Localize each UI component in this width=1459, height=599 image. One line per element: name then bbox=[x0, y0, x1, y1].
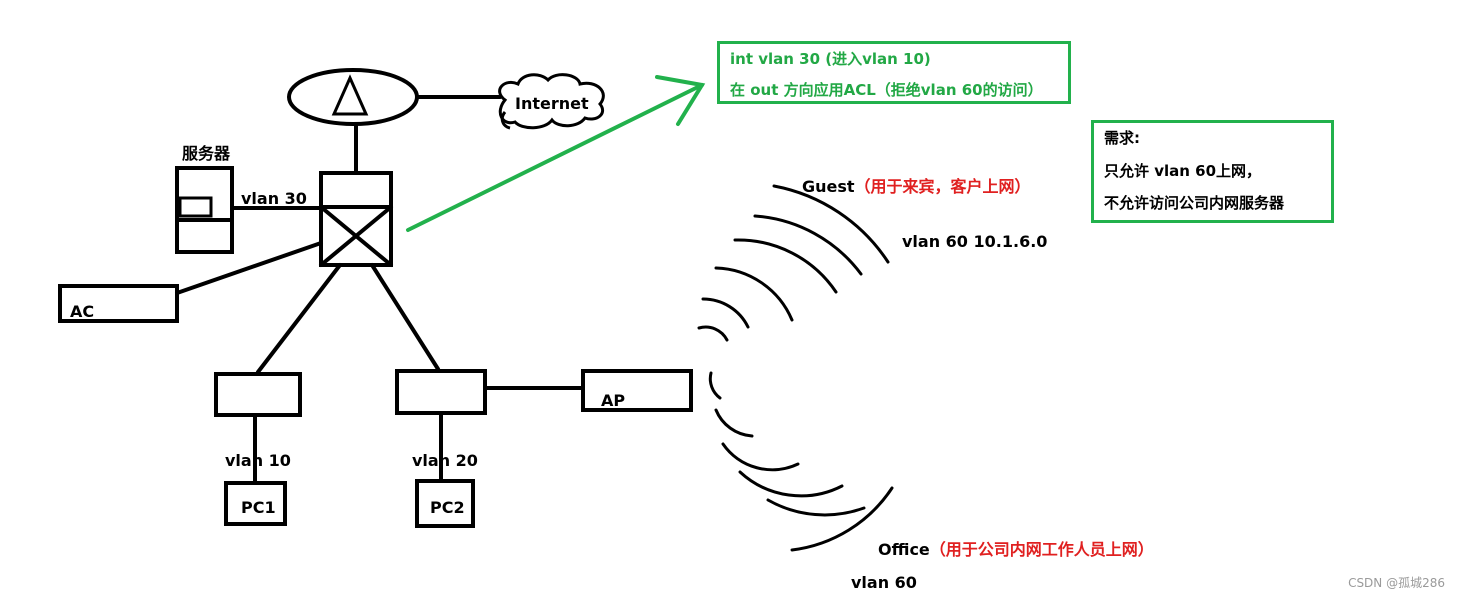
router-triangle-icon bbox=[331, 74, 369, 116]
requirement-line2: 不允许访问公司内网服务器 bbox=[1104, 194, 1285, 212]
guest-signal-icon bbox=[697, 184, 890, 342]
server-label: 服务器 bbox=[182, 144, 231, 163]
ap-label: AP bbox=[601, 391, 626, 410]
annotation-arrow bbox=[406, 83, 704, 232]
guest-ssid-note: （用于来宾，客户上网） bbox=[854, 177, 1031, 196]
requirement-line1: 只允许 vlan 60上网， bbox=[1104, 162, 1262, 180]
office-signal-icon bbox=[708, 371, 894, 552]
office-vlan-label: vlan 60 bbox=[851, 573, 917, 592]
ap-device-icon bbox=[581, 369, 693, 412]
vlan20-label: vlan 20 bbox=[412, 451, 478, 470]
office-ssid-label: Office（用于公司内网工作人员上网） bbox=[878, 536, 1154, 560]
vlan30-label: vlan 30 bbox=[241, 189, 307, 208]
config-note-line1: int vlan 30 (进入vlan 10) bbox=[730, 50, 931, 68]
watermark: CSDN @孤城286 bbox=[1348, 576, 1445, 590]
config-note-box: int vlan 30 (进入vlan 10) 在 out 方向应用ACL（拒绝… bbox=[717, 41, 1071, 104]
ac-switch-link bbox=[175, 241, 323, 295]
arrow-head-icon bbox=[655, 75, 706, 126]
guest-ssid-name: Guest bbox=[802, 177, 855, 196]
switch-sw1-link bbox=[256, 263, 342, 374]
pc1-label: PC1 bbox=[241, 498, 276, 517]
server-icon bbox=[175, 166, 234, 254]
pc2-label: PC2 bbox=[430, 498, 465, 517]
access-switch-1-icon bbox=[214, 372, 302, 417]
guest-ssid-label: Guest（用于来宾，客户上网） bbox=[802, 173, 1031, 197]
router-icon bbox=[287, 68, 419, 126]
requirement-title: 需求: bbox=[1104, 129, 1140, 147]
office-ssid-note: （用于公司内网工作人员上网） bbox=[929, 540, 1154, 559]
ac-device-icon bbox=[58, 284, 179, 323]
guest-vlan-label: vlan 60 10.1.6.0 bbox=[902, 232, 1048, 251]
pc1-icon bbox=[224, 481, 287, 526]
pc2-icon bbox=[415, 479, 475, 528]
internet-label: Internet bbox=[515, 94, 589, 113]
internet-cloud-icon bbox=[498, 73, 605, 130]
access-switch-2-icon bbox=[395, 369, 487, 415]
core-switch-icon bbox=[319, 171, 393, 267]
office-ssid-name: Office bbox=[878, 540, 930, 559]
switch-sw2-link bbox=[370, 263, 440, 371]
ac-label: AC bbox=[70, 302, 95, 321]
config-note-line2: 在 out 方向应用ACL（拒绝vlan 60的访问） bbox=[730, 81, 1043, 99]
requirement-box: 需求: 只允许 vlan 60上网， 不允许访问公司内网服务器 bbox=[1091, 120, 1334, 223]
vlan10-label: vlan 10 bbox=[225, 451, 291, 470]
